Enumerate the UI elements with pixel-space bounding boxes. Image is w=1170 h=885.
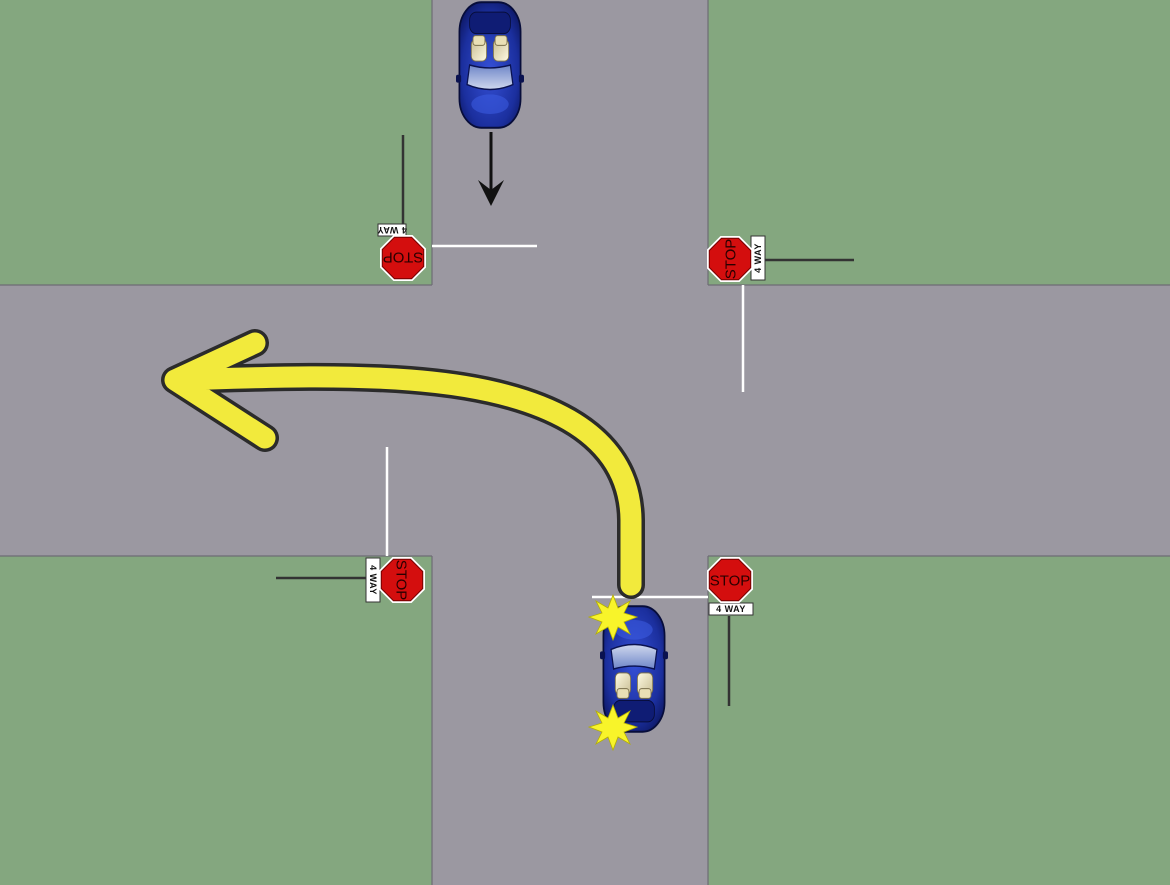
stop-lines: [385, 244, 745, 599]
stop-sign-icon: STOP: [707, 236, 753, 282]
car-top-view-icon: [455, 1, 525, 129]
stop-sign-text: STOP: [383, 249, 424, 266]
left-turn-arrow-icon: [161, 329, 645, 599]
stop-sign-northwest: 4 WAY STOP: [377, 135, 426, 281]
stop-sign-text: STOP: [393, 560, 410, 601]
stop-sign-icon: STOP: [707, 557, 753, 603]
four-way-plate-text: 4 WAY: [753, 243, 763, 273]
stop-sign-southwest: 4 WAY STOP: [276, 557, 425, 603]
four-way-plate-text: 4 WAY: [716, 604, 746, 614]
impact-burst-icon: [588, 594, 638, 641]
four-way-plate-text: 4 WAY: [368, 565, 378, 595]
four-way-plate-text: 4 WAY: [377, 225, 407, 235]
down-arrow-icon: [478, 132, 504, 206]
impact-burst-icon: [588, 704, 638, 751]
stop-sign-icon: STOP: [379, 557, 425, 603]
stop-sign-icon: STOP: [380, 235, 426, 281]
stop-sign-southeast: 4 WAY STOP: [707, 557, 754, 706]
stop-sign-text: STOP: [723, 239, 740, 280]
stop-sign-northeast: 4 WAY STOP: [707, 235, 854, 282]
stop-sign-text: STOP: [710, 573, 751, 590]
